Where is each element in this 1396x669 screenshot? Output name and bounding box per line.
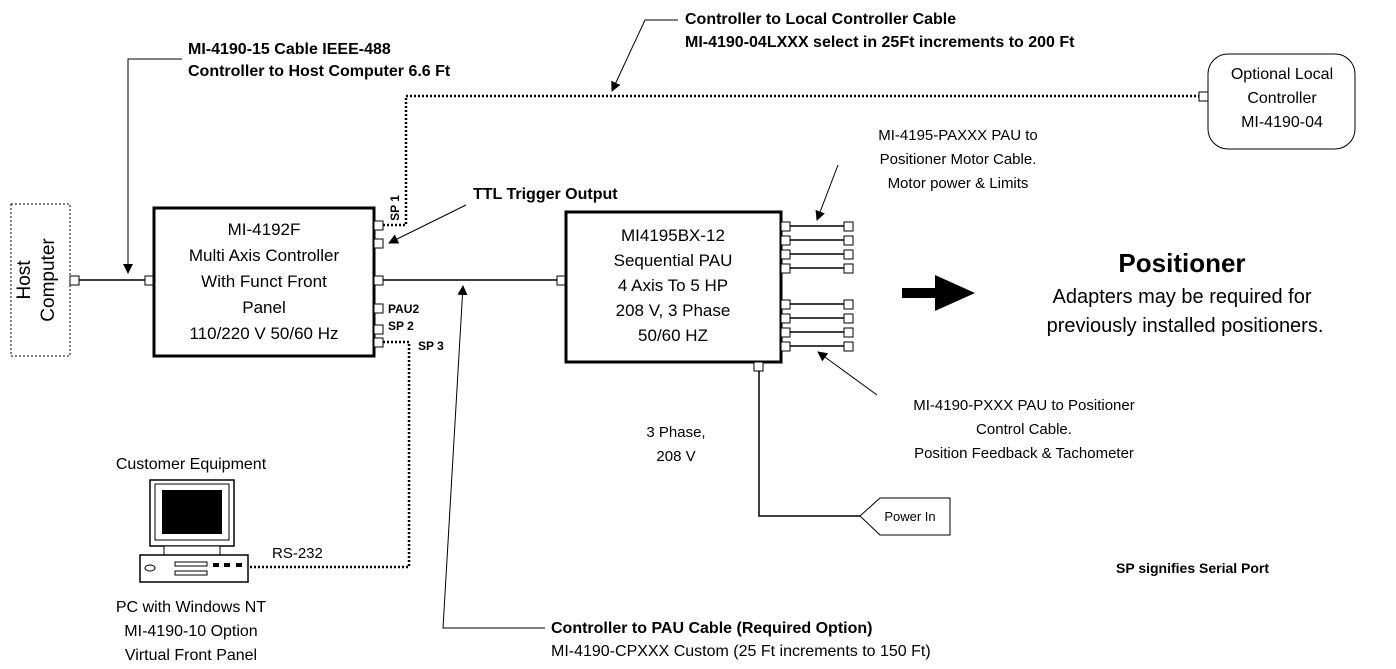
sp2-port-label: SP 2 <box>388 319 414 333</box>
three-phase-label-2: 208 V <box>656 448 695 465</box>
positioner-note-1: Adapters may be required for <box>1052 286 1311 308</box>
pau-box <box>564 210 783 364</box>
motor-cables <box>780 221 854 274</box>
host-cable-label-2: Controller to Host Computer 6.6 Ft <box>188 63 451 80</box>
host-computer-label-1: Host <box>14 260 35 300</box>
host-computer-label-2: Computer <box>38 238 59 322</box>
pau-line-5: 50/60 HZ <box>638 326 708 345</box>
controller-sp1-port <box>373 220 384 231</box>
pau-line-3: 4 Axis To 5 HP <box>618 276 728 295</box>
pc-label-1: PC with Windows NT <box>116 599 266 616</box>
local-cable-label-2: MI-4190-04LXXX select in 25Ft increments… <box>685 34 1075 51</box>
local-controller-cable <box>383 94 1199 227</box>
controller-line-5: 110/220 V 50/60 Hz <box>189 324 338 343</box>
control-cables <box>780 299 854 352</box>
control-cable-label-2: Control Cable. <box>976 421 1072 438</box>
controller-pau2-port <box>373 303 384 314</box>
local-controller-box <box>1207 53 1356 150</box>
pau-cable-leader <box>442 285 545 629</box>
local-cable-leader <box>611 19 678 92</box>
pau-power-port <box>753 361 764 372</box>
power-line <box>758 371 860 517</box>
local-controller-line-3: MI-4190-04 <box>1241 114 1323 131</box>
three-phase-label-1: 3 Phase, <box>646 424 705 441</box>
pau-cable-label-2: MI-4190-CPXXX Custom (25 Ft increments t… <box>551 643 931 660</box>
local-controller-line-2: Controller <box>1247 90 1317 107</box>
controller-line-4: Panel <box>242 298 285 317</box>
controller-line-3: With Funct Front <box>201 272 327 291</box>
ttl-trigger-leader <box>388 204 467 244</box>
control-cable-leader <box>817 351 878 396</box>
controller-line-2: Multi Axis Controller <box>189 246 340 265</box>
local-controller-line-1: Optional Local <box>1231 66 1333 83</box>
motor-cable-leader <box>815 164 839 221</box>
power-in-label: Power In <box>884 509 935 524</box>
host-cable-leader <box>123 58 182 274</box>
local-controller-port <box>1198 91 1209 102</box>
local-cable-label-1: Controller to Local Controller Cable <box>685 11 956 28</box>
motor-cable-label-1: MI-4195-PAXXX PAU to <box>878 127 1038 144</box>
host-port <box>69 275 80 286</box>
pau-line-4: 208 V, 3 Phase <box>616 301 731 320</box>
pau-cable-label-1: Controller to PAU Cable (Required Option… <box>551 620 872 637</box>
pc-label-2: MI-4190-10 Option <box>124 623 257 640</box>
power-in-box <box>859 497 951 536</box>
positioner-note-2: previously installed positioners. <box>1047 315 1324 337</box>
pau2-port-label: PAU2 <box>388 302 419 316</box>
controller-sp3-port <box>373 337 384 348</box>
controller-pau-port <box>373 275 384 286</box>
host-computer-box <box>10 203 71 357</box>
pau-line-1: MI4195BX-12 <box>621 226 725 245</box>
pc-icon <box>139 479 249 583</box>
positioner-arrow <box>902 275 975 311</box>
pc-label-3: Virtual Front Panel <box>125 647 257 664</box>
ttl-trigger-label: TTL Trigger Output <box>473 186 618 203</box>
pau-line-2: Sequential PAU <box>614 251 733 270</box>
sp3-port-label: SP 3 <box>418 339 444 353</box>
positioner-title: Positioner <box>1118 248 1245 278</box>
controller-sp2-port <box>373 324 384 335</box>
control-cable-label-1: MI-4190-PXXX PAU to Positioner <box>913 397 1134 414</box>
sp1-port-label: SP 1 <box>388 195 402 221</box>
rs232-label: RS-232 <box>272 545 323 562</box>
customer-equipment-label: Customer Equipment <box>116 456 267 473</box>
controller-line-1: MI-4192F <box>228 220 301 239</box>
rs232-cable <box>248 340 411 569</box>
motor-cable-label-3: Motor power & Limits <box>888 175 1029 192</box>
motor-cable-label-2: Positioner Motor Cable. <box>880 151 1037 168</box>
sp-note-label: SP signifies Serial Port <box>1116 560 1269 576</box>
controller-ttl-port <box>373 238 384 249</box>
control-cable-label-3: Position Feedback & Tachometer <box>914 445 1134 462</box>
host-cable-label-1: MI-4190-15 Cable IEEE-488 <box>188 41 391 58</box>
